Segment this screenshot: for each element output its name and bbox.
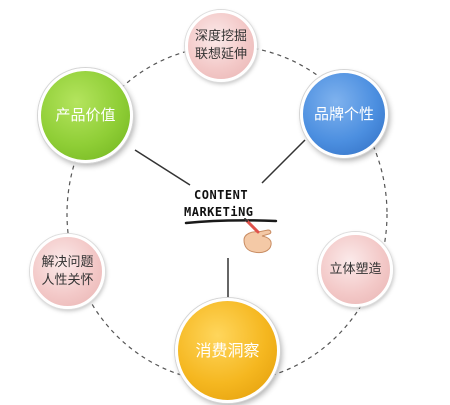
node-consumer-insight: 消费洞察 (175, 298, 280, 403)
node-problem-line2: 人性关怀 (41, 272, 94, 288)
node-deep-mining: 深度挖掘 联想延伸 (185, 10, 257, 82)
node-brand-label: 品牌个性 (313, 104, 374, 123)
node-3d-shaping: 立体塑造 (318, 232, 393, 307)
underline-stroke (184, 219, 278, 225)
center-title-marketing: MARKETiNG (184, 205, 254, 219)
node-deep-line1: 深度挖掘 (194, 29, 247, 45)
node-stand-label: 立体塑造 (329, 261, 382, 277)
center-title-content: CONTENT (194, 188, 249, 202)
hand-writing-icon (243, 218, 272, 254)
spoke-product (134, 149, 191, 186)
node-deep-line2: 联想延伸 (194, 47, 247, 62)
node-solve-problem: 解决问题 人性关怀 (30, 234, 105, 309)
node-insight-label: 消费洞察 (195, 340, 260, 360)
node-product-label: 产品价值 (55, 106, 116, 125)
node-product-value: 产品价值 (38, 68, 133, 163)
node-brand-personality: 品牌个性 (300, 70, 388, 158)
node-problem-line1: 解决问题 (41, 254, 94, 270)
spoke-brand (261, 139, 306, 184)
